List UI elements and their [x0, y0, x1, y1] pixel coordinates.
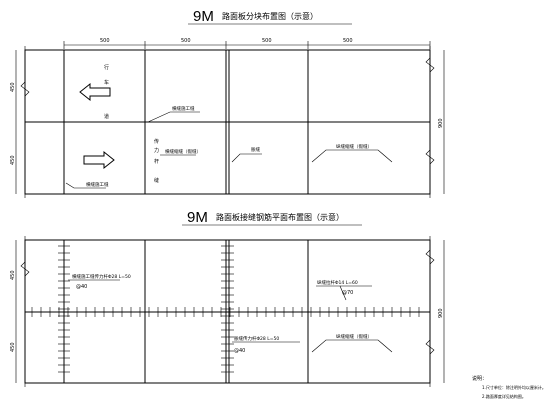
callout-left-1: 横缝施工缝传力杆Φ28 L=50 [72, 273, 131, 280]
joint-b-label: 横缝施工缝 [172, 105, 195, 112]
dowel-bars [31, 245, 420, 373]
top-span-4: 500 [343, 38, 353, 44]
top-span-1: 500 [100, 38, 110, 44]
joint-b-leader [147, 111, 200, 123]
top-left-break [20, 46, 30, 198]
top-span-ticks [63, 41, 431, 49]
notes-heading: 说明： [472, 375, 487, 382]
dowel-char-1: 传 [154, 138, 159, 145]
callout-mid-bottom-2: @40 [234, 348, 245, 354]
travel-char-3: 道 [104, 113, 109, 120]
joint-a-label: 横缝施工缝 [86, 181, 109, 188]
callout-mid-right-pointer [339, 285, 347, 301]
longitudinal-label: 纵缝缩缝（假缝） [336, 143, 372, 150]
notes-line-2: 2.路面厚度详见结构图。 [482, 393, 526, 399]
travel-char-1: 行 [104, 64, 109, 71]
joint-a-leader [65, 182, 106, 189]
center-joint-leader [231, 153, 262, 163]
notes-line-1: 1.尺寸单位：除注明外均以厘米计。 [482, 384, 546, 390]
callout-mid-bottom-1: 胀缝传力杆Φ28 L=50 [234, 335, 279, 342]
callout-mid-right-1: 纵缝拉杆Φ14 L=60 [317, 279, 358, 286]
arrow-right-icon [83, 150, 115, 170]
bottom-left-break [20, 236, 30, 387]
bottom-left-dim-1: 450 [10, 270, 16, 280]
bottom-plan-title-rest: 路面板接缝钢筋平面布置图（示意） [216, 212, 344, 222]
center-joint-label: 胀缝 [251, 146, 260, 153]
top-left-dim-1: 450 [10, 82, 16, 92]
callout-right-bottom: 纵缝缩缝（假缝） [336, 333, 372, 340]
top-span-2: 500 [181, 38, 191, 44]
top-right-dim: 900 [438, 118, 444, 128]
callout-left-2: @40 [76, 284, 87, 290]
dowel-bar-label: 横缝缩缝（假缝） [165, 148, 201, 155]
top-right-break [425, 46, 435, 198]
top-plan-title-rest: 路面板分块布置图（示意） [222, 11, 318, 21]
bottom-right-dim: 900 [438, 308, 444, 318]
longitudinal-leader [311, 149, 393, 163]
vertical-char: 缝 [154, 177, 159, 184]
top-plan-title-main: 9M [193, 8, 214, 25]
dowel-char-3: 杆 [154, 158, 159, 165]
bottom-plan-title-main: 9M [187, 209, 208, 226]
travel-char-2: 车 [104, 79, 109, 86]
callout-mid-right-2: @70 [342, 290, 353, 296]
bottom-right-break [425, 236, 435, 387]
dowel-char-2: 力 [154, 147, 159, 154]
bottom-left-dim-2: 450 [10, 342, 16, 352]
callout-right-bottom-leader [311, 339, 393, 353]
top-left-dim-2: 450 [10, 155, 16, 165]
arrow-left-icon [79, 82, 111, 102]
top-span-3: 500 [262, 38, 272, 44]
